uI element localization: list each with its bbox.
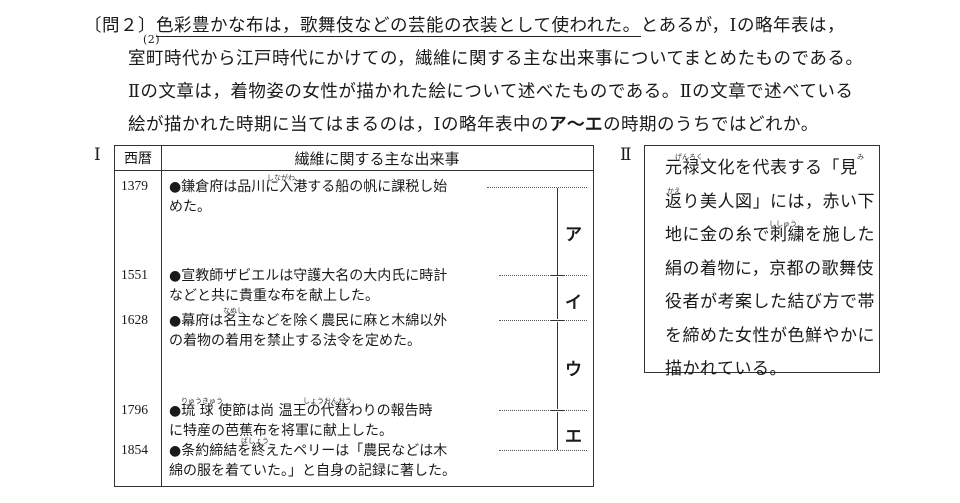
description-line-6: を締めた女性が色鮮やかに — [665, 325, 875, 346]
question-sub-number: (2) — [143, 33, 161, 46]
question-line-3: Ⅱの文章は，着物姿の女性が描かれた絵について述べたものである。Ⅱの文章で述べてい… — [128, 82, 854, 102]
event-1796-line-2: に特産の芭蕉布を将軍に献上した。 — [169, 423, 393, 439]
description-text: 元禄文化を代表する「見 返り美人図」には，赤い下 地に金の糸で刺繍を施した 絹の… — [665, 152, 875, 387]
event-1551-line-2: などと共に貴重な布を献上した。 — [169, 288, 379, 304]
ruby-shoon: しょうおんおう — [303, 397, 352, 405]
year-1551: 1551 — [121, 267, 148, 282]
leader-dots-1379 — [487, 187, 587, 188]
question-line-1: 〔問２〕(2)色彩豊かな布は，歌舞伎などの芸能の衣装として使われた。とあるが，Ⅰ… — [84, 10, 914, 45]
event-1854-line-2: 綿の服を着ていた。」と自身の記録に著した。 — [169, 463, 456, 479]
period-u: ウ — [565, 360, 582, 380]
description-line-1: 元禄文化を代表する「見 — [665, 158, 858, 178]
event-1379-line-2: めた。 — [169, 199, 211, 215]
event-1628: ●幕府は名主などを除く農民に麻と木綿以外 の着物の着用を禁止する法令を定めた。 — [169, 311, 499, 351]
bracket-tick-1 — [551, 275, 564, 276]
question-line-4-b: ア～エ — [549, 115, 604, 135]
description-line-4: 絹の着物に，京都の歌舞伎 — [665, 258, 875, 279]
column-divider — [161, 146, 162, 486]
bracket-u — [557, 322, 558, 409]
question-line-2: 室町時代から江戸時代にかけての，繊維に関する主な出来事についてまとめたものである… — [128, 49, 864, 69]
year-1796: 1796 — [121, 402, 148, 417]
question-text: 〔問２〕(2)色彩豊かな布は，歌舞伎などの芸能の衣装として使われた。とあるが，Ⅰ… — [84, 10, 914, 142]
period-a: ア — [565, 225, 582, 245]
ruby-ryukyu: りゅうきゅう — [181, 397, 223, 405]
description-line-7: 描かれている。 — [665, 359, 787, 379]
ruby-kae: かえ — [667, 187, 681, 195]
ruby-basho: ばしょう — [241, 437, 269, 445]
bracket-a — [557, 188, 558, 275]
bracket-i — [557, 277, 558, 319]
leader-dots-1796 — [499, 410, 587, 411]
period-e: エ — [565, 427, 582, 447]
question-line-4-c: の時期のうちではどれか。 — [603, 115, 819, 135]
section-label-II: Ⅱ — [620, 145, 632, 165]
event-1796: ●琉 球 使節は尚 温王の代替わりの報告時 に特産の芭蕉布を将軍に献上した。 — [169, 401, 499, 441]
ruby-shishu: ししゅう — [769, 220, 797, 228]
event-1796-line-1: ●琉 球 使節は尚 温王の代替わりの報告時 — [169, 403, 433, 419]
event-1551: ●宣教師ザビエルは守護大名の大内氏に時計 などと共に貴重な布を献上した。 — [169, 266, 499, 306]
description-line-2: 返り美人図」には，赤い下 — [665, 191, 875, 212]
ruby-shinagawa: しながわ — [267, 174, 295, 182]
leader-dots-1628 — [499, 320, 587, 321]
ruby-nanushi: なぬし — [223, 307, 244, 315]
question-number: 〔問２〕(2) — [84, 10, 160, 45]
ruby-mi: み — [857, 153, 864, 161]
year-1854: 1854 — [121, 442, 148, 457]
description-line-3: 地に金の糸で刺繍を施した — [665, 225, 875, 245]
description-line-5: 役者が考案した結び方で帯 — [665, 292, 875, 312]
header-events: 繊維に関する主な出来事 — [294, 150, 460, 168]
bracket-tick-2 — [551, 320, 564, 321]
section-label-I: Ⅰ — [94, 145, 101, 165]
question-line-4-a: 絵が描かれた時期に当てはまるのは，Ⅰの略年表中の — [128, 115, 550, 135]
question-number-label: 〔問２〕 — [84, 16, 156, 36]
period-i: イ — [565, 293, 582, 313]
year-1628: 1628 — [121, 312, 148, 327]
event-1854: ●条約締結を終えたペリーは「農民などは木 綿の服を着ていた。」と自身の記録に著し… — [169, 441, 499, 481]
leader-dots-1551 — [499, 275, 587, 276]
year-1379: 1379 — [121, 178, 148, 193]
ruby-genroku: げんろく — [675, 153, 703, 161]
question-line-1-rest: とあるが，Ⅰの略年表は， — [640, 16, 845, 36]
event-1628-line-2: の着物の着用を禁止する法令を定めた。 — [169, 333, 421, 349]
event-1854-line-1: ●条約締結を終えたペリーは「農民などは木 — [169, 443, 448, 459]
table-header: 西暦 繊維に関する主な出来事 — [115, 146, 593, 171]
leader-dots-1854 — [499, 450, 587, 451]
underlined-phrase: 色彩豊かな布は，歌舞伎などの芸能の衣装として使われた。 — [156, 16, 641, 37]
bracket-tick-3 — [551, 410, 564, 411]
event-1628-line-1: ●幕府は名主などを除く農民に麻と木綿以外 — [169, 313, 448, 329]
question-line-4: 絵が描かれた時期に当てはまるのは，Ⅰの略年表中のア～エの時期のうちではどれか。 — [84, 109, 914, 142]
event-1379-line-1: ●鎌倉府は品川に入港する船の帆に課税し始 — [169, 179, 448, 195]
bracket-e — [557, 412, 558, 450]
header-year: 西暦 — [124, 151, 152, 167]
description-box: げんろく み かえ ししゅう 元禄文化を代表する「見 返り美人図」には，赤い下 … — [644, 145, 880, 379]
timeline-table: 西暦 繊維に関する主な出来事 1379 ●鎌倉府は品川に入港する船の帆に課税し始… — [114, 145, 594, 487]
event-1379: ●鎌倉府は品川に入港する船の帆に課税し始 めた。 — [169, 177, 499, 217]
event-1551-line-1: ●宣教師ザビエルは守護大名の大内氏に時計 — [169, 268, 448, 284]
